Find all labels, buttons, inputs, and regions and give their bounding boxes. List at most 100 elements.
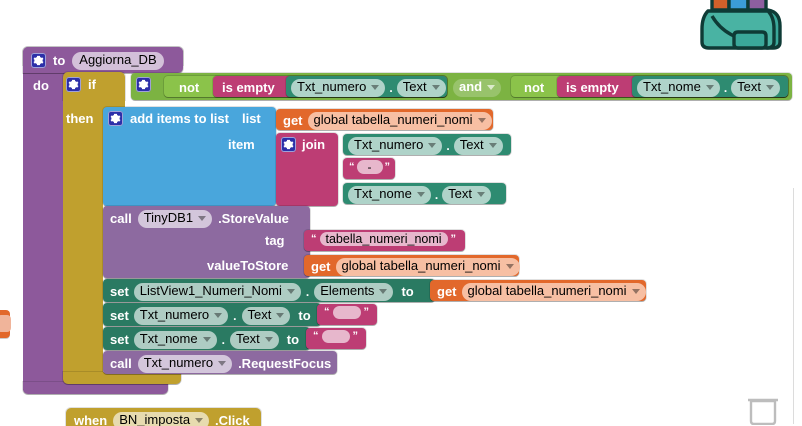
call-label: call bbox=[110, 211, 132, 227]
add-items-to-list-block[interactable] bbox=[103, 107, 276, 206]
requestfocus-row[interactable]: call Txt_numero .RequestFocus bbox=[110, 355, 331, 373]
empty-text-value[interactable] bbox=[332, 306, 361, 319]
open-quote: “ bbox=[313, 330, 319, 342]
join-arg3-row[interactable]: Txt_nome . Text bbox=[348, 186, 491, 204]
property-dropdown-text[interactable]: Text bbox=[731, 79, 780, 97]
join-block-header[interactable]: join bbox=[281, 137, 325, 152]
to-label: to bbox=[298, 308, 311, 324]
is-empty-label-left: is empty bbox=[222, 80, 275, 95]
gear-icon[interactable] bbox=[31, 53, 46, 69]
close-quote: ” bbox=[363, 306, 370, 318]
setter-txt-nome-row[interactable]: set Txt_nome . Text to bbox=[110, 331, 299, 349]
component-dropdown-txt-nome[interactable]: Txt_nome bbox=[348, 186, 431, 204]
not-label-right: not bbox=[524, 80, 545, 95]
tinydb-call-row[interactable]: call TinyDB1 .StoreValue bbox=[110, 210, 289, 228]
property-dropdown-text[interactable]: Text bbox=[442, 186, 491, 204]
if-block-bottom bbox=[63, 372, 181, 384]
not-label-left: not bbox=[179, 80, 200, 95]
component-dropdown-tinydb1[interactable]: TinyDB1 bbox=[137, 210, 213, 228]
property-dropdown-elements[interactable]: Elements bbox=[314, 283, 394, 301]
when-click-row[interactable]: when BN_imposta .Click bbox=[74, 412, 250, 426]
component-dropdown-txt-numero[interactable]: Txt_numero bbox=[291, 79, 386, 97]
property-dropdown-text[interactable]: Text bbox=[396, 79, 446, 97]
add-items-to-list-header[interactable]: add items to list list bbox=[108, 111, 261, 126]
dot-separator: . bbox=[389, 80, 393, 95]
gear-icon[interactable] bbox=[136, 77, 151, 92]
dot-separator: . bbox=[305, 284, 310, 299]
listview-value-getter-row[interactable]: get global tabella_numeri_nomi bbox=[437, 283, 646, 301]
open-quote: “ bbox=[349, 160, 355, 173]
property-dropdown-text[interactable]: Text bbox=[453, 137, 503, 155]
variable-getter-list-row[interactable]: get global tabella_numeri_nomi bbox=[283, 112, 492, 130]
tag-text-value[interactable]: tabella_numeri_nomi bbox=[319, 232, 448, 246]
txt-numero-property-row[interactable]: Txt_numero . Text bbox=[291, 79, 446, 97]
gear-icon[interactable] bbox=[66, 77, 81, 92]
if-header-row[interactable]: if bbox=[66, 77, 96, 92]
to-label: to bbox=[401, 284, 414, 300]
component-dropdown-txt-numero[interactable]: Txt_numero bbox=[133, 307, 229, 325]
property-dropdown-text[interactable]: Text bbox=[241, 307, 291, 325]
add-items-to-list-title: add items to list bbox=[130, 111, 229, 126]
dot-separator: . bbox=[233, 308, 237, 323]
tag-socket-label: tag bbox=[265, 233, 285, 248]
text-literal-value[interactable]: - bbox=[356, 160, 383, 174]
component-dropdown-txt-numero[interactable]: Txt_numero bbox=[348, 137, 443, 155]
component-dropdown-bn-imposta[interactable]: BN_imposta bbox=[113, 412, 210, 426]
tag-text-row[interactable]: “ tabella_numeri_nomi ” bbox=[311, 232, 456, 246]
is-empty-label-right: is empty bbox=[566, 80, 619, 95]
component-dropdown-txt-nome[interactable]: Txt_nome bbox=[637, 79, 720, 97]
when-label: when bbox=[74, 413, 108, 426]
if-label: if bbox=[88, 77, 96, 92]
offscreen-variable-block[interactable] bbox=[0, 310, 11, 338]
global-variable-dropdown[interactable]: global tabella_numeri_nomi bbox=[307, 112, 492, 130]
global-variable-dropdown[interactable]: global tabella_numeri_nomi bbox=[461, 283, 646, 301]
setter-listview-row[interactable]: set ListView1_Numeri_Nomi . Elements to bbox=[110, 283, 414, 301]
close-quote: ” bbox=[450, 232, 457, 245]
empty-text-nome-row[interactable]: “ ” bbox=[313, 330, 358, 343]
dot-separator: . bbox=[434, 187, 439, 202]
gear-icon[interactable] bbox=[108, 111, 123, 126]
open-quote: “ bbox=[311, 232, 317, 245]
list-socket-label: list bbox=[241, 111, 261, 126]
setter-txt-numero-row[interactable]: set Txt_numero . Text to bbox=[110, 307, 311, 325]
method-name: .RequestFocus bbox=[238, 356, 332, 372]
open-quote: “ bbox=[324, 306, 330, 318]
valuetostore-getter-row[interactable]: get global tabella_numeri_nomi bbox=[311, 258, 520, 276]
get-label: get bbox=[311, 259, 331, 275]
procedure-name-field[interactable]: Aggiorna_DB bbox=[72, 52, 164, 70]
to-label: to bbox=[286, 332, 300, 348]
workspace-scrollbar-edge[interactable] bbox=[793, 188, 794, 424]
valuetostore-socket-label: valueToStore bbox=[207, 258, 289, 273]
global-variable-dropdown[interactable]: global tabella_numeri_nomi bbox=[335, 258, 520, 276]
trash-icon[interactable] bbox=[742, 391, 784, 426]
component-dropdown-txt-numero[interactable]: Txt_numero bbox=[137, 355, 233, 373]
close-quote: ” bbox=[352, 330, 359, 342]
component-dropdown-listview1[interactable]: ListView1_Numeri_Nomi bbox=[133, 283, 301, 301]
txt-nome-property-row[interactable]: Txt_nome . Text bbox=[637, 79, 780, 97]
procedure-to-label: to bbox=[53, 53, 66, 69]
procedure-body-left bbox=[23, 60, 67, 390]
and-operator-dropdown[interactable]: and bbox=[453, 79, 502, 97]
empty-text-numero-row[interactable]: “ ” bbox=[324, 306, 369, 319]
set-label: set bbox=[110, 308, 129, 324]
join-label: join bbox=[302, 137, 326, 152]
property-dropdown-text[interactable]: Text bbox=[229, 331, 279, 349]
component-dropdown-txt-nome[interactable]: Txt_nome bbox=[133, 331, 217, 349]
event-name: .Click bbox=[215, 413, 250, 426]
if-block-left-column bbox=[63, 96, 103, 378]
procedure-do-label: do bbox=[33, 78, 49, 93]
dot-separator: . bbox=[221, 332, 225, 347]
backpack-icon[interactable] bbox=[698, 0, 790, 57]
procedure-bottom bbox=[23, 382, 168, 394]
gear-icon[interactable] bbox=[281, 137, 296, 152]
set-label: set bbox=[110, 332, 129, 348]
procedure-header-row[interactable]: to Aggiorna_DB bbox=[31, 52, 164, 70]
get-label: get bbox=[437, 284, 457, 300]
and-block-row[interactable] bbox=[136, 77, 151, 92]
join-arg1-row[interactable]: Txt_numero . Text bbox=[348, 137, 503, 155]
empty-text-value[interactable] bbox=[321, 330, 350, 343]
get-label: get bbox=[283, 113, 303, 129]
item-socket-label: item bbox=[228, 137, 255, 152]
text-literal-row[interactable]: “ - ” bbox=[349, 160, 390, 174]
